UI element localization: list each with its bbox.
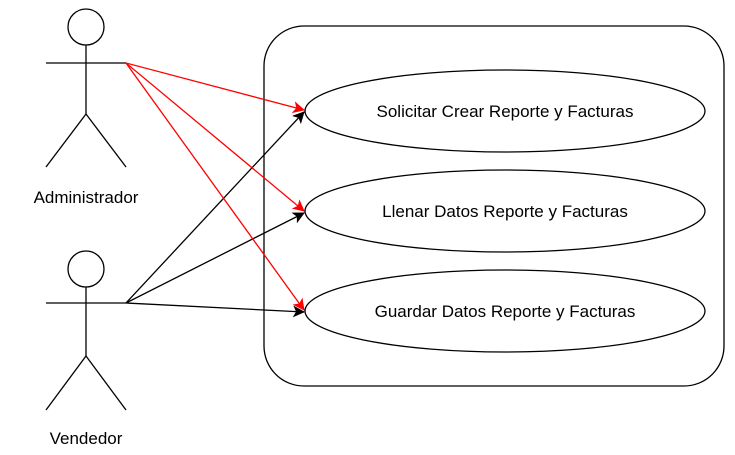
use-case-llenar-datos-reporte[interactable]: Llenar Datos Reporte y Facturas <box>304 169 706 253</box>
actor-administrador[interactable]: Administrador <box>34 8 139 207</box>
use-case-ellipse <box>304 69 706 153</box>
actor-right-leg <box>85 355 127 411</box>
actor-right-leg <box>85 113 127 168</box>
association-administrador-solicitar <box>125 62 305 113</box>
association-administrador-guardar <box>125 62 305 311</box>
use-case-label: Guardar Datos Reporte y Facturas <box>375 302 636 321</box>
actor-left-leg <box>45 355 87 411</box>
use-case-label: Llenar Datos Reporte y Facturas <box>382 202 628 221</box>
association-vendedor-llenar <box>125 212 305 304</box>
use-case-ellipse <box>304 169 706 253</box>
use-case-ellipse <box>304 269 706 353</box>
use-case-solicitar-crear-reporte[interactable]: Solicitar Crear Reporte y Facturas <box>304 69 706 153</box>
actor-label: Vendedor <box>50 429 123 448</box>
association-vendedor-guardar <box>125 302 305 318</box>
actor-head <box>67 250 105 288</box>
association-administrador-llenar <box>125 62 305 212</box>
system-boundary <box>263 25 725 387</box>
actor-label: Administrador <box>34 188 139 207</box>
actor-head <box>67 8 105 46</box>
use-case-guardar-datos-reporte[interactable]: Guardar Datos Reporte y Facturas <box>304 269 706 353</box>
use-case-label: Solicitar Crear Reporte y Facturas <box>377 102 634 121</box>
actor-vendedor[interactable]: Vendedor <box>45 250 127 448</box>
association-vendedor-solicitar <box>125 111 305 304</box>
actor-left-leg <box>45 113 87 168</box>
